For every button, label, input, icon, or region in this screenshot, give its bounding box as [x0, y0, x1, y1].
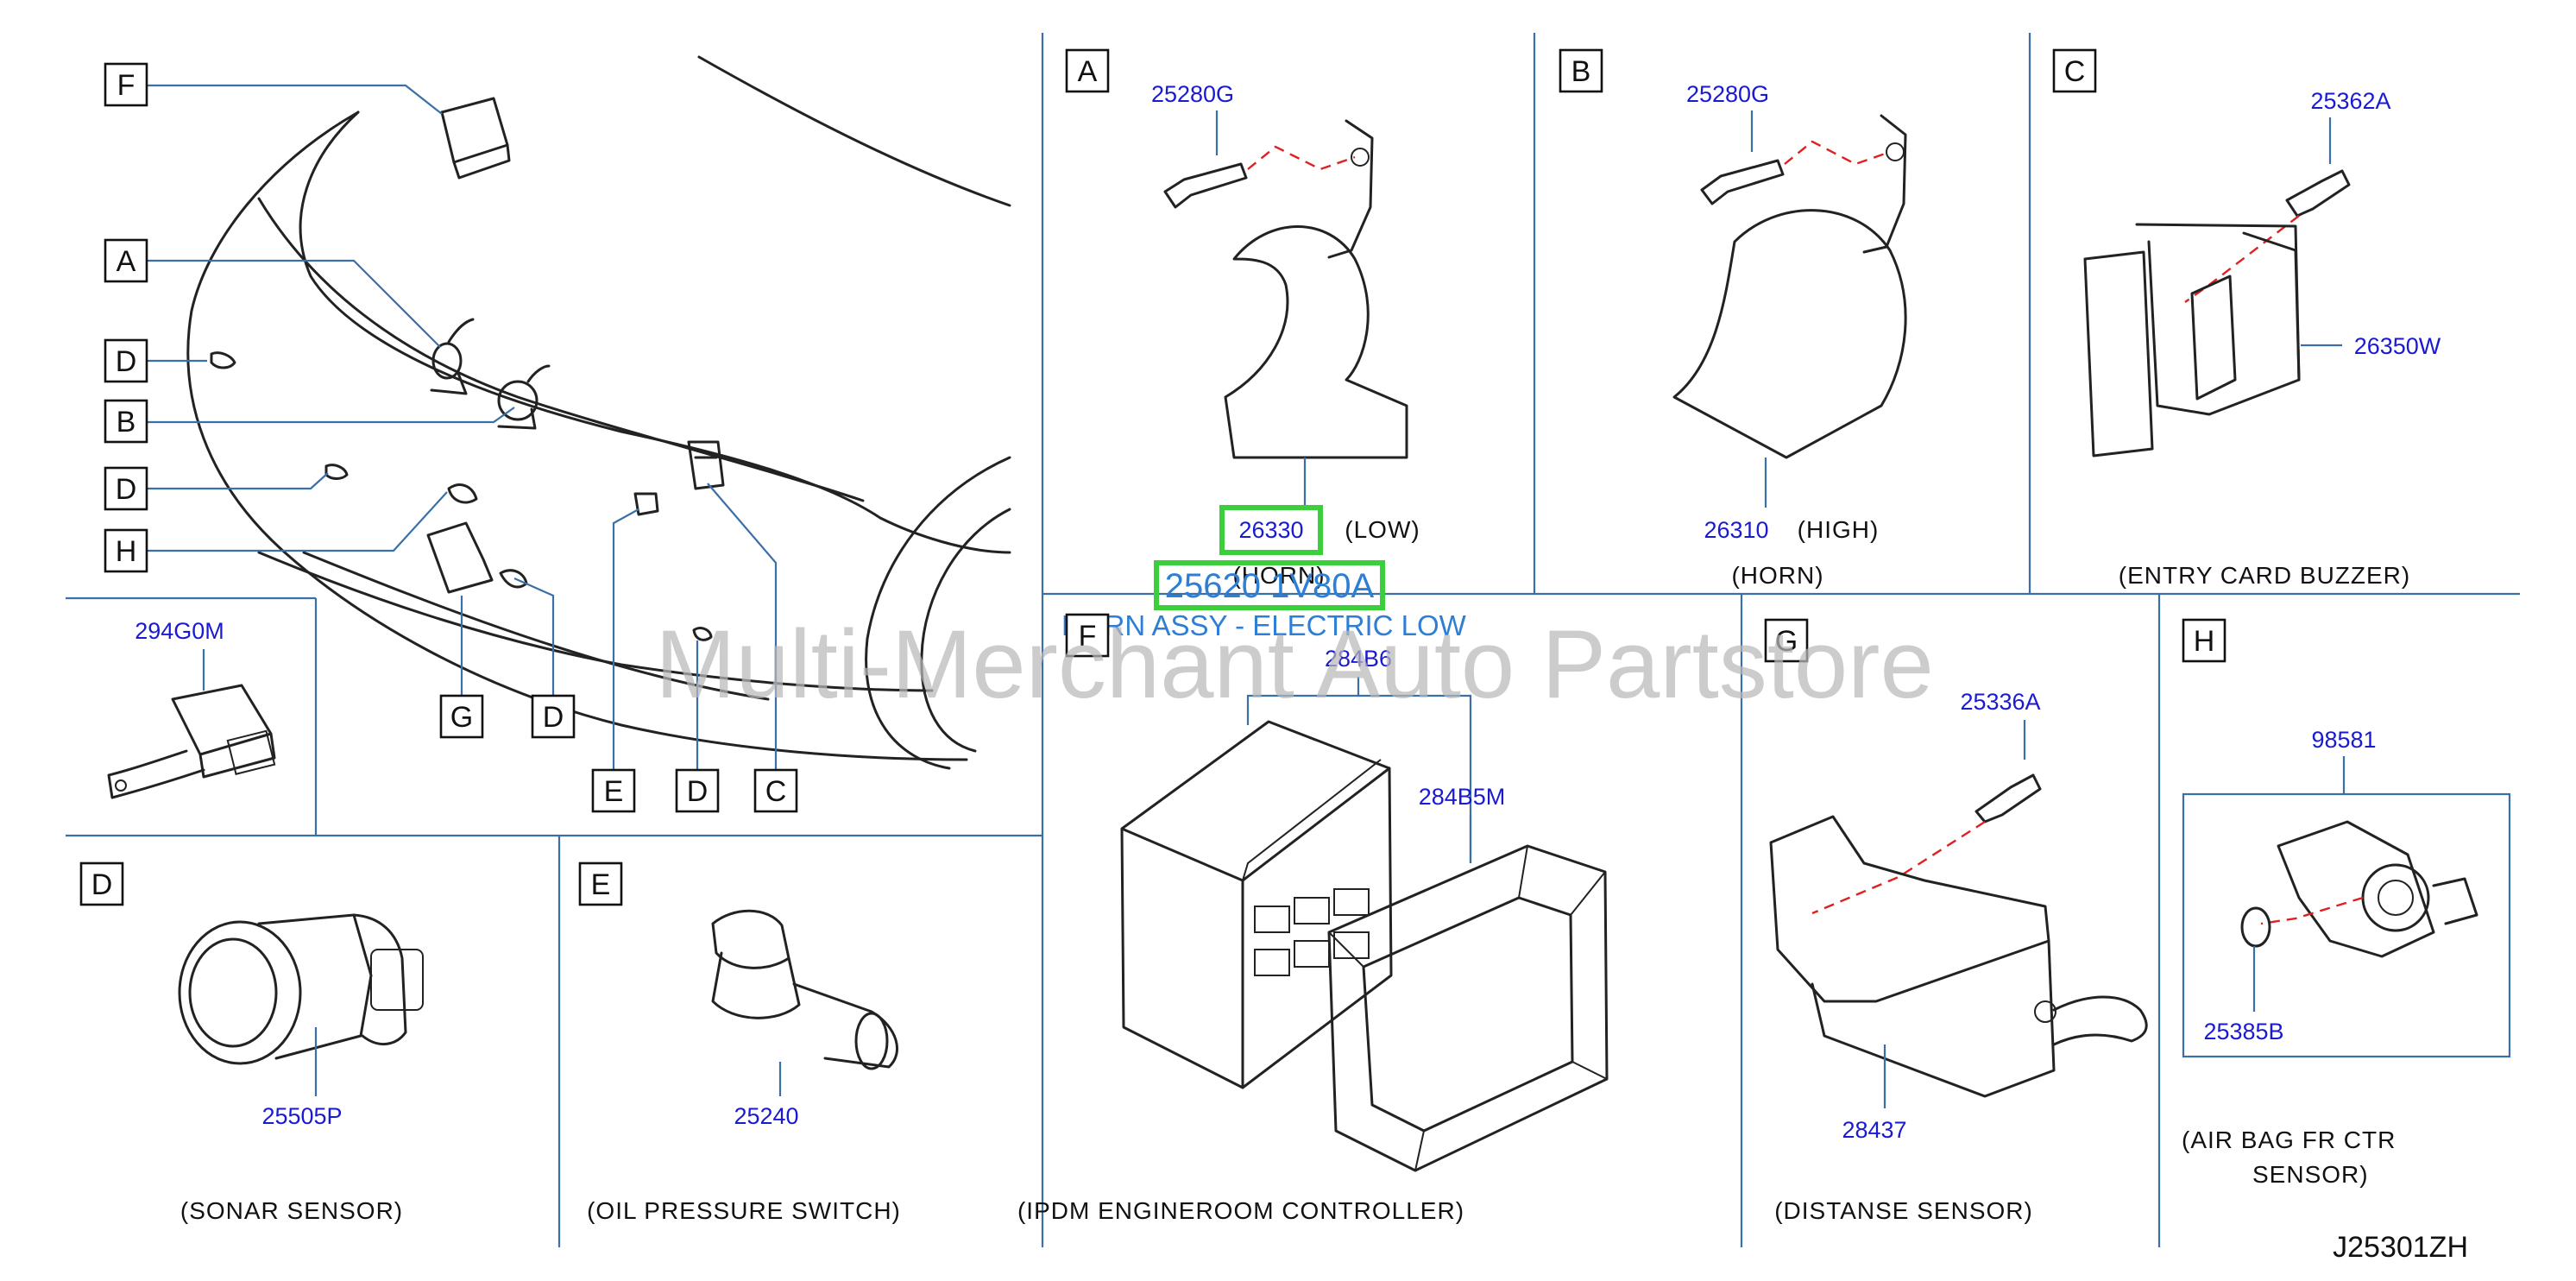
panel-label-d: D	[91, 868, 113, 901]
caption-horn: (HORN)	[1731, 562, 1823, 589]
panel-c-entry-card-buzzer: C 25362A 26350W (ENTRY CARD BUZZER)	[2052, 48, 2441, 589]
callout-box-f	[104, 62, 148, 107]
main-letter-boxes: F A D B D H G D E D C	[104, 62, 798, 813]
caption-airbag-line-1: (AIR BAG FR CTR	[2182, 1126, 2396, 1153]
connector-294g0m: 294G0M	[107, 618, 276, 799]
panel-label-b: B	[1571, 55, 1591, 88]
caption-horn-a: (HORN)	[1232, 562, 1325, 589]
panel-label-g: G	[1775, 625, 1798, 658]
callout-d4: D	[687, 775, 709, 808]
panel-label-f: F	[1079, 620, 1097, 653]
panel-f-ipdm: F 284B6 284B5M (IPDM ENGINEROOM CONTROLL…	[1017, 613, 1609, 1224]
panel-d-sonar-sensor: D 25505P (SONAR SENSOR)	[79, 861, 424, 1224]
callout-b: B	[117, 406, 136, 439]
part-number-284b6: 284B6	[1325, 646, 1392, 672]
panel-label-e: E	[591, 868, 611, 901]
callout-box-d2	[104, 466, 148, 511]
part-number-294g0m: 294G0M	[135, 618, 224, 644]
callout-box-h	[104, 528, 148, 573]
callout-g: G	[450, 701, 473, 734]
highlighted-part-description: HORN ASSY - ELECTRIC LOW	[1061, 609, 1467, 641]
callout-box-a	[104, 238, 148, 283]
panel-g-distance-sensor: G 25336A 28437 (DISTANSE SENSOR)	[1764, 618, 2148, 1224]
panel-a-horn-low: A 25280G 26330 (LOW) (HORN) 25620 1V80A …	[1061, 48, 1467, 641]
callout-d1: D	[116, 345, 137, 378]
part-number-26350w: 26350W	[2354, 333, 2441, 359]
panel-b-horn-high: B 25280G 26310 (HIGH) (HORN)	[1559, 48, 1907, 589]
part-number-26310: 26310	[1704, 517, 1768, 543]
callout-box-e	[591, 768, 636, 813]
callout-f: F	[117, 69, 135, 102]
caption-airbag-line-2: SENSOR)	[2252, 1161, 2369, 1188]
watermark: Multi-Merchant Auto Partstore	[655, 610, 1933, 718]
callout-d2: D	[116, 473, 137, 506]
callout-box-b	[104, 399, 148, 444]
callout-h: H	[116, 535, 137, 568]
part-number-26330: 26330	[1238, 517, 1303, 543]
highlight-box-part	[1154, 560, 1385, 610]
panel-box-h	[2182, 618, 2226, 663]
callout-box-d4	[675, 768, 720, 813]
panel-box-b	[1559, 48, 1603, 93]
caption-entry-card-buzzer: (ENTRY CARD BUZZER)	[2119, 562, 2410, 589]
part-number-25336a: 25336A	[1960, 689, 2040, 715]
callout-box-d3	[531, 694, 576, 739]
callout-box-c	[753, 768, 798, 813]
callout-box-g	[439, 694, 484, 739]
part-number-28437: 28437	[1842, 1117, 1906, 1143]
panel-h-airbag-sensor: H 98581 25385B (AIR BAG FR CTR SENSOR)	[2182, 618, 2478, 1188]
highlight-box-26330	[1219, 505, 1323, 555]
panel-label-h: H	[2194, 625, 2215, 658]
callout-box-d1	[104, 338, 148, 383]
diagram-code: J25301ZH	[2333, 1231, 2468, 1264]
caption-sonar-sensor: (SONAR SENSOR)	[180, 1197, 403, 1224]
panel-frame-lines	[66, 33, 2520, 1247]
panel-label-c: C	[2064, 55, 2086, 88]
callout-e: E	[604, 775, 624, 808]
panel-box-f	[1065, 613, 1110, 658]
part-number-25385b: 25385B	[2203, 1019, 2283, 1044]
caption-oil-pressure-switch: (OIL PRESSURE SWITCH)	[587, 1197, 901, 1224]
part-number-25240: 25240	[734, 1103, 798, 1129]
callout-a: A	[117, 245, 136, 278]
part-number-25280g-b: 25280G	[1686, 81, 1769, 107]
caption-distance-sensor: (DISTANSE SENSOR)	[1774, 1197, 2033, 1224]
part-number-98581: 98581	[2311, 727, 2376, 753]
main-leader-lines	[147, 84, 778, 773]
part-number-284b5m: 284B5M	[1419, 784, 1506, 810]
highlighted-part-number: 25620 1V80A	[1165, 567, 1375, 605]
panel-box-d	[79, 861, 124, 906]
part-number-25362a: 25362A	[2310, 88, 2390, 114]
caption-ipdm: (IPDM ENGINEROOM CONTROLLER)	[1017, 1197, 1464, 1224]
horn-type-high: (HIGH)	[1798, 516, 1880, 543]
panel-box-c	[2052, 48, 2097, 93]
panel-box-a	[1065, 48, 1110, 93]
panel-e-oil-pressure-switch: E 25240 (OIL PRESSURE SWITCH)	[578, 861, 901, 1224]
part-number-25280g-a: 25280G	[1151, 81, 1234, 107]
panel-label-a: A	[1078, 55, 1098, 88]
panel-box-g	[1764, 618, 1809, 663]
part-number-25505p: 25505P	[261, 1103, 342, 1129]
horn-type-low: (LOW)	[1345, 516, 1420, 543]
callout-d3: D	[543, 701, 564, 734]
callout-c: C	[765, 775, 787, 808]
panel-box-e	[578, 861, 623, 906]
